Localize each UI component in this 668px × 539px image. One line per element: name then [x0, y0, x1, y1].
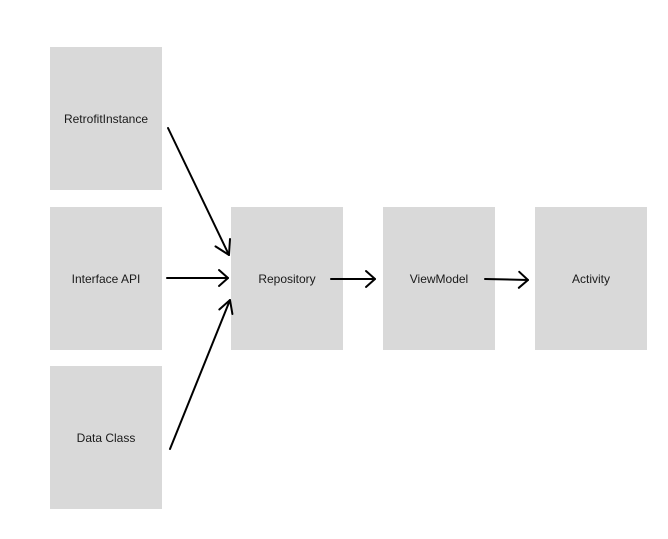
node-viewmodel: ViewModel	[383, 207, 495, 350]
node-label: Repository	[258, 271, 316, 286]
node-label: Activity	[571, 271, 610, 286]
node-repository: Repository	[231, 207, 343, 350]
node-label: ViewModel	[409, 271, 469, 286]
node-activity: Activity	[535, 207, 647, 350]
arrow-retrofit-to-repository	[167, 127, 231, 256]
node-interface-api: Interface API	[50, 207, 162, 350]
node-data-class: Data Class	[50, 366, 162, 509]
node-label: Data Class	[76, 430, 136, 445]
arrow-repository-to-viewmodel	[330, 270, 376, 288]
arrow-dataclass-to-repository	[169, 299, 234, 450]
node-label: Interface API	[71, 271, 141, 286]
arrow-viewmodel-to-activity	[484, 270, 529, 289]
node-retrofit-instance: RetrofitInstance	[50, 47, 162, 190]
node-label: RetrofitInstance	[63, 111, 149, 126]
arrow-interface-to-repository	[166, 269, 229, 287]
